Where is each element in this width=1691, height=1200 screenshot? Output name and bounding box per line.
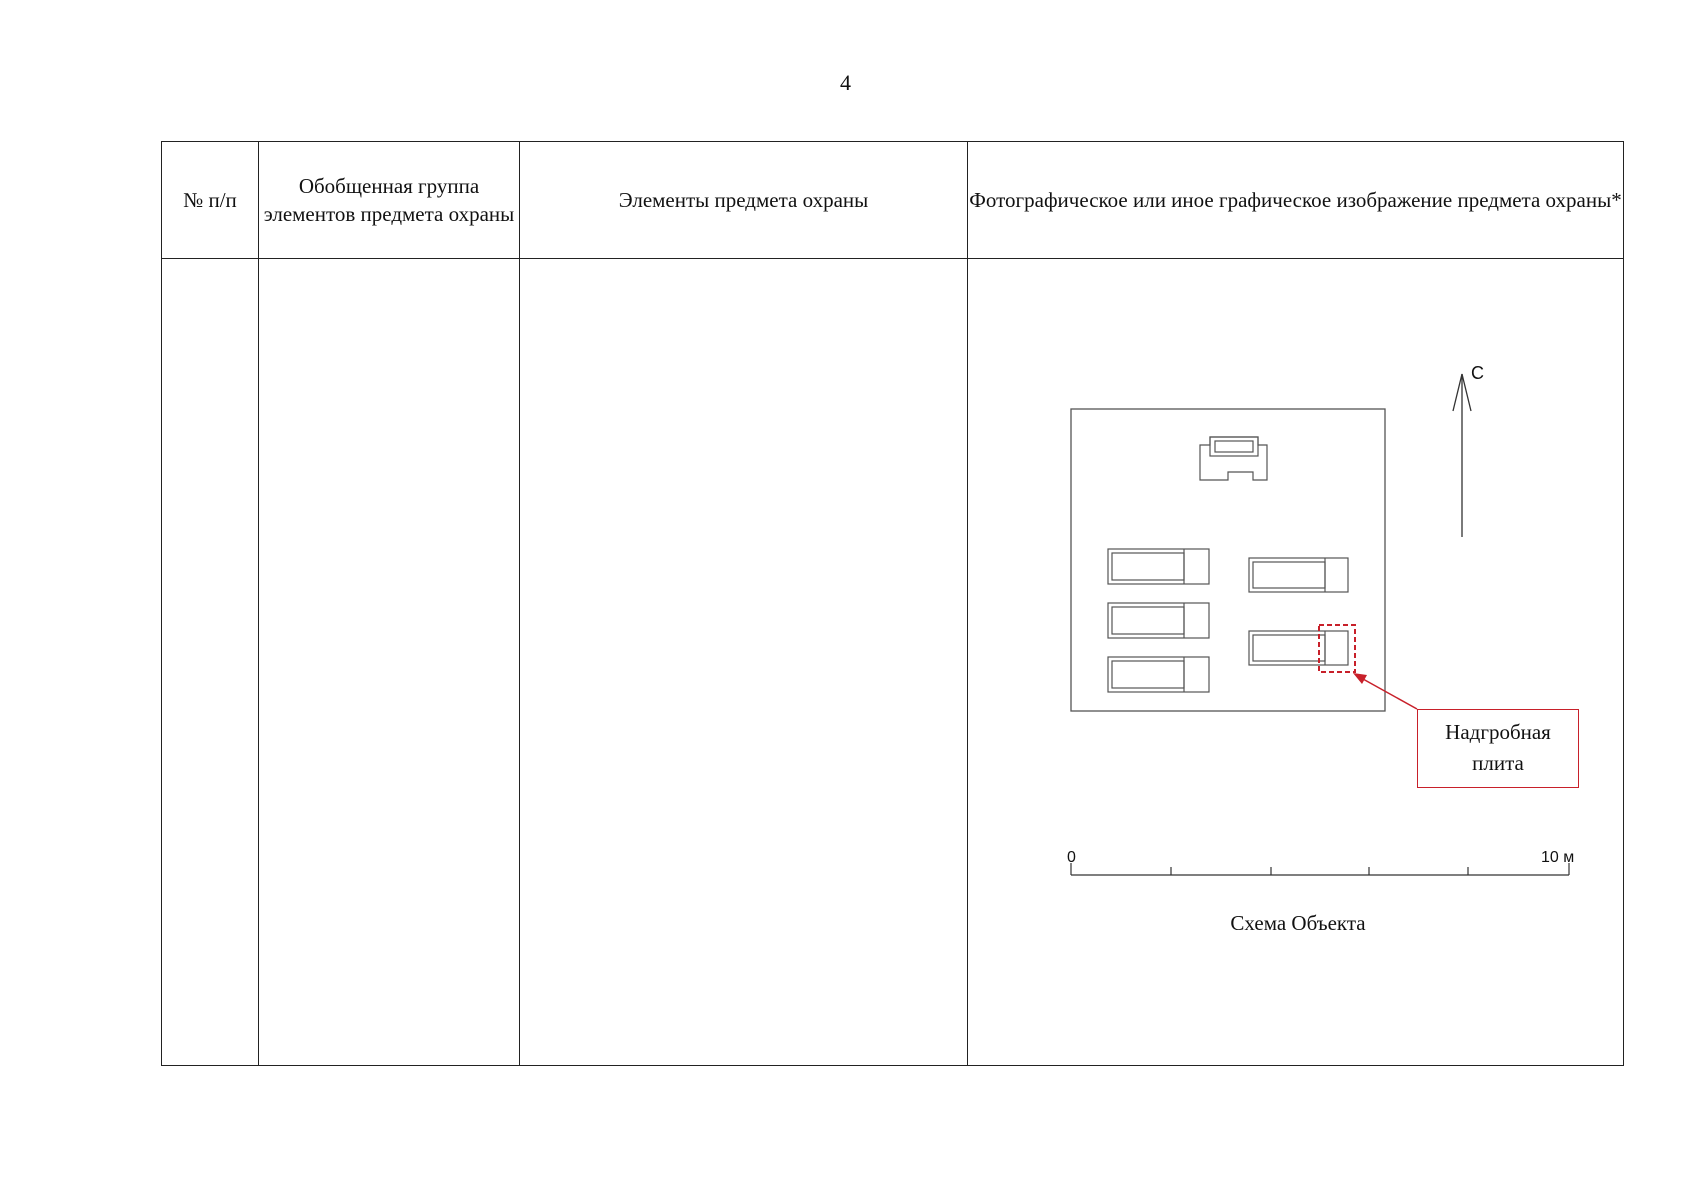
grave-left-1 xyxy=(1107,548,1210,585)
grave-left-2 xyxy=(1107,602,1210,639)
north-arrow-icon xyxy=(1452,373,1472,537)
page-number: 4 xyxy=(840,70,851,95)
monument-icon xyxy=(1199,436,1268,481)
header-element-group: Обобщенная группа элементов предмета охр… xyxy=(258,141,520,259)
callout-label: Надгробная плита xyxy=(1417,709,1579,788)
cell-elements xyxy=(519,258,968,1066)
grave-right-2 xyxy=(1248,630,1349,666)
scale-start-label: 0 xyxy=(1067,849,1076,866)
cell-element-group xyxy=(258,258,520,1066)
table-header-row: № п/п Обобщенная группа элементов предме… xyxy=(161,141,1624,259)
cell-number xyxy=(161,258,259,1066)
north-label: С xyxy=(1471,363,1484,383)
protection-table: № п/п Обобщенная группа элементов предме… xyxy=(161,141,1624,1066)
site-scheme xyxy=(1070,373,1570,876)
scale-end-label: 10 м xyxy=(1541,849,1575,866)
scheme-caption: Схема Объекта xyxy=(1230,911,1366,935)
header-number: № п/п xyxy=(161,141,259,259)
grave-right-1 xyxy=(1248,557,1349,593)
header-image: Фотографическое или иное графическое изо… xyxy=(967,141,1624,259)
scale-bar xyxy=(1070,863,1570,876)
table-row: С 0 10 м Надгробная плита Схема Объекта xyxy=(161,258,1624,1066)
highlight-box xyxy=(1318,624,1356,673)
grave-left-3 xyxy=(1107,656,1210,693)
cell-image: С 0 10 м Надгробная плита Схема Объекта xyxy=(967,258,1624,1066)
site-boundary xyxy=(1070,408,1386,712)
callout-arrow-icon xyxy=(1353,673,1418,710)
header-elements: Элементы предмета охраны xyxy=(519,141,968,259)
